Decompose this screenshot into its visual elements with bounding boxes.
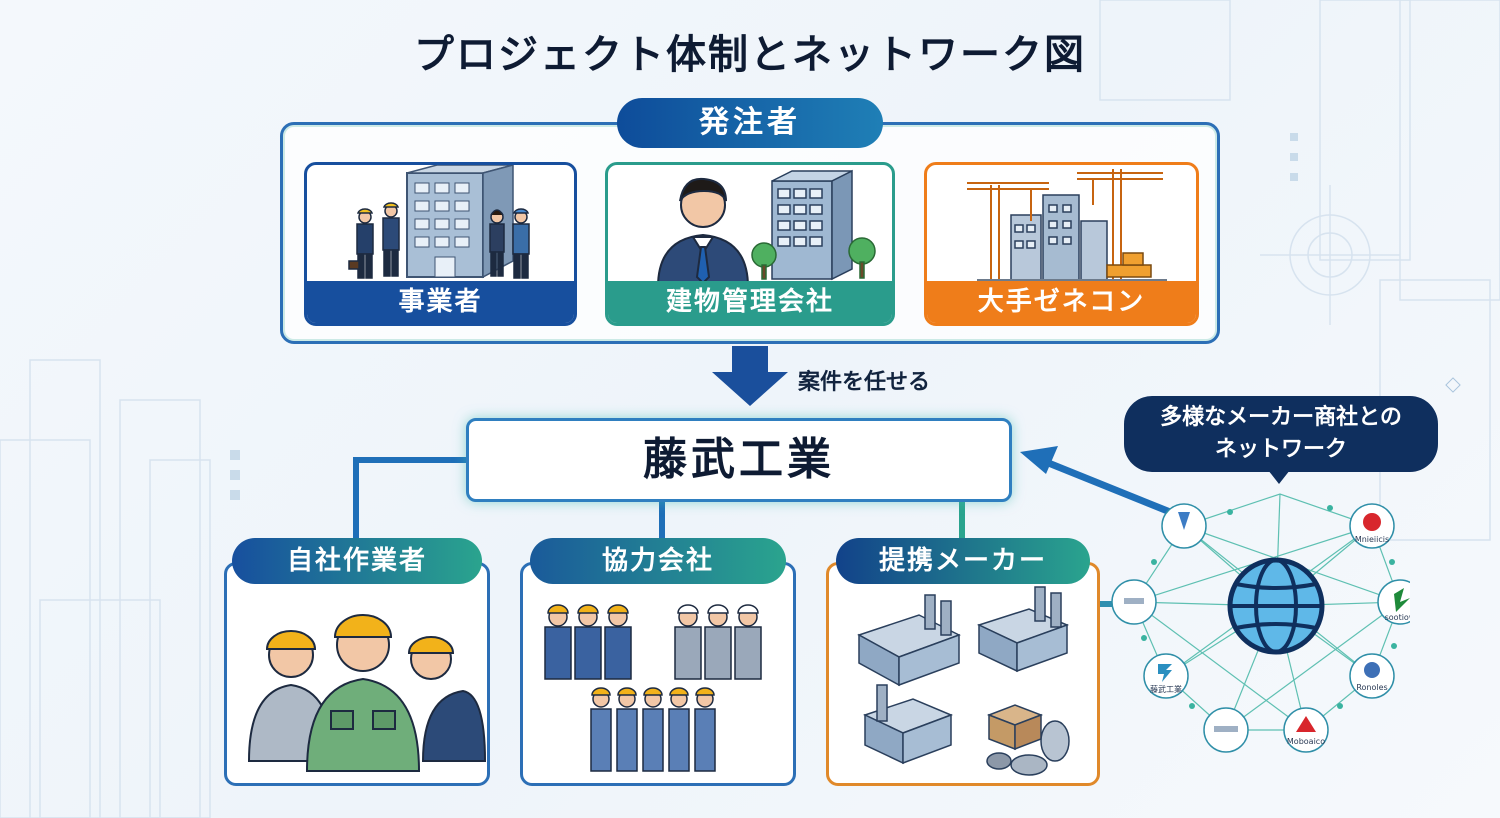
card-label: 建物管理会社 [608, 281, 892, 323]
card-label: 事業者 [307, 281, 574, 323]
factory-3 [862, 684, 954, 765]
factory-1 [857, 594, 961, 687]
card-general-contractor: 大手ゼネコン [924, 162, 1199, 326]
card-business-operator: 事業者 [304, 162, 577, 326]
partner-logo-text: Ronoles [1356, 683, 1387, 692]
network-bubble-line2: ネットワーク [1214, 437, 1347, 462]
group-partner-companies [520, 562, 796, 786]
partner-logo-icon [1158, 664, 1172, 682]
network-bubble-line1: 多様なメーカー商社との [1160, 405, 1402, 430]
business-people-building-icon [348, 165, 530, 279]
partner-logo-icon [1214, 726, 1238, 732]
partner-workers-icon [544, 604, 762, 772]
network-graph: Mnieiicis sootiow Ronoles Moboaico 藤武工業 [1111, 493, 1410, 753]
page-title: プロジェクト体制とネットワーク図 [414, 32, 1086, 78]
network-arrow-icon [1020, 446, 1182, 520]
partner-logo-icon [1363, 513, 1381, 531]
materials-boxes-icon [986, 704, 1070, 776]
card-building-management: 建物管理会社 [605, 162, 895, 326]
partner-logo-icon [1394, 588, 1410, 612]
factory-2 [976, 586, 1070, 673]
partner-logo-icon [1296, 716, 1316, 732]
partner-logo-text: Mnieiicis [1355, 535, 1389, 544]
group-affiliated-makers [826, 562, 1100, 786]
manager-building-icon [656, 169, 876, 288]
partner-logo-icon [1178, 512, 1190, 530]
group-own-workers-label: 自社作業者 [232, 538, 482, 584]
globe-icon [1227, 557, 1325, 655]
partner-logo-text: Moboaico [1287, 737, 1325, 746]
partner-logo-icon [1124, 598, 1144, 604]
partner-logo-text: sootiow [1385, 613, 1410, 622]
group-affiliated-makers-label: 提携メーカー [836, 538, 1090, 584]
down-arrow-icon [712, 346, 788, 406]
group-partner-companies-label: 協力会社 [530, 538, 786, 584]
workers-helmet-icon [247, 614, 487, 772]
flow-label: 案件を任せる [798, 370, 931, 395]
company-fujitake-box: 藤武工業 [466, 418, 1012, 502]
client-header: 発注者 [617, 98, 883, 148]
network-bubble: 多様なメーカー商社との ネットワーク [1124, 396, 1438, 472]
factory-icon [857, 586, 1070, 776]
partner-logo-text: 藤武工業 [1150, 684, 1182, 694]
partner-logo-icon [1364, 662, 1380, 678]
group-own-workers [224, 562, 490, 786]
card-label: 大手ゼネコン [927, 281, 1196, 323]
network-bubble-tail [1268, 470, 1290, 484]
